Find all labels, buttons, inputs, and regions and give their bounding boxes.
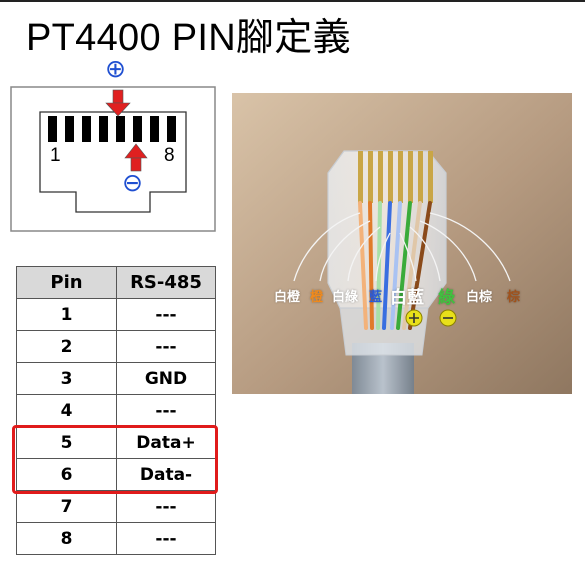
arrow-up-icon xyxy=(124,143,148,172)
top-rule xyxy=(0,0,585,2)
signal-cell: --- xyxy=(116,522,216,555)
wire-label: 綠 xyxy=(438,288,455,308)
table-row: 1--- xyxy=(16,298,216,331)
arrow-down-icon xyxy=(105,89,131,117)
pin-number-cell: 7 xyxy=(16,490,117,523)
table-row: 8--- xyxy=(16,522,216,555)
column-header-pin: Pin xyxy=(16,266,117,299)
signal-cell: Data+ xyxy=(116,426,216,459)
signal-cell: --- xyxy=(116,394,216,427)
wire-label: 白藍 xyxy=(390,288,424,308)
minus-symbol-icon: ⊖ xyxy=(122,168,143,197)
jack-outline xyxy=(10,86,216,232)
pin-1-label: 1 xyxy=(50,145,61,166)
wire-label: 棕 xyxy=(507,290,521,305)
wire-label: 白棕 xyxy=(466,290,493,305)
pin-number-cell: 3 xyxy=(16,362,117,395)
page-title: PT4400 PIN腳定義 xyxy=(26,17,351,59)
pin-number-cell: 4 xyxy=(16,394,117,427)
signal-cell: GND xyxy=(116,362,216,395)
minus-marker-icon xyxy=(439,309,457,327)
pin-number-cell: 6 xyxy=(16,458,117,491)
table-row: 7--- xyxy=(16,490,216,523)
signal-cell: --- xyxy=(116,330,216,363)
table-row: 4--- xyxy=(16,394,216,427)
wire-label: 橙 xyxy=(310,290,324,305)
plus-marker-icon xyxy=(405,309,423,327)
column-header-rs485: RS-485 xyxy=(116,266,216,299)
table-header-row: Pin RS-485 xyxy=(16,266,216,299)
data-pins-highlight xyxy=(12,425,218,494)
wire-label: 白橙 xyxy=(274,290,301,305)
rj45-photo: 白橙橙白綠藍白藍綠白棕棕 xyxy=(232,93,572,394)
pin-number-cell: 2 xyxy=(16,330,117,363)
pin-number-cell: 8 xyxy=(16,522,117,555)
plus-symbol-icon: ⊕ xyxy=(105,54,126,83)
wire-label: 白綠 xyxy=(332,290,359,305)
wire-label: 藍 xyxy=(369,290,383,305)
table-row: 2--- xyxy=(16,330,216,363)
pin-number-cell: 1 xyxy=(16,298,117,331)
rj45-illustration xyxy=(232,93,572,394)
signal-cell: --- xyxy=(116,490,216,523)
contact-pins xyxy=(48,116,176,142)
pin-number-cell: 5 xyxy=(16,426,117,459)
pin-8-label: 8 xyxy=(164,145,175,166)
signal-cell: --- xyxy=(116,298,216,331)
jack-diagram: 1 8 ⊕ ⊖ xyxy=(8,56,220,240)
